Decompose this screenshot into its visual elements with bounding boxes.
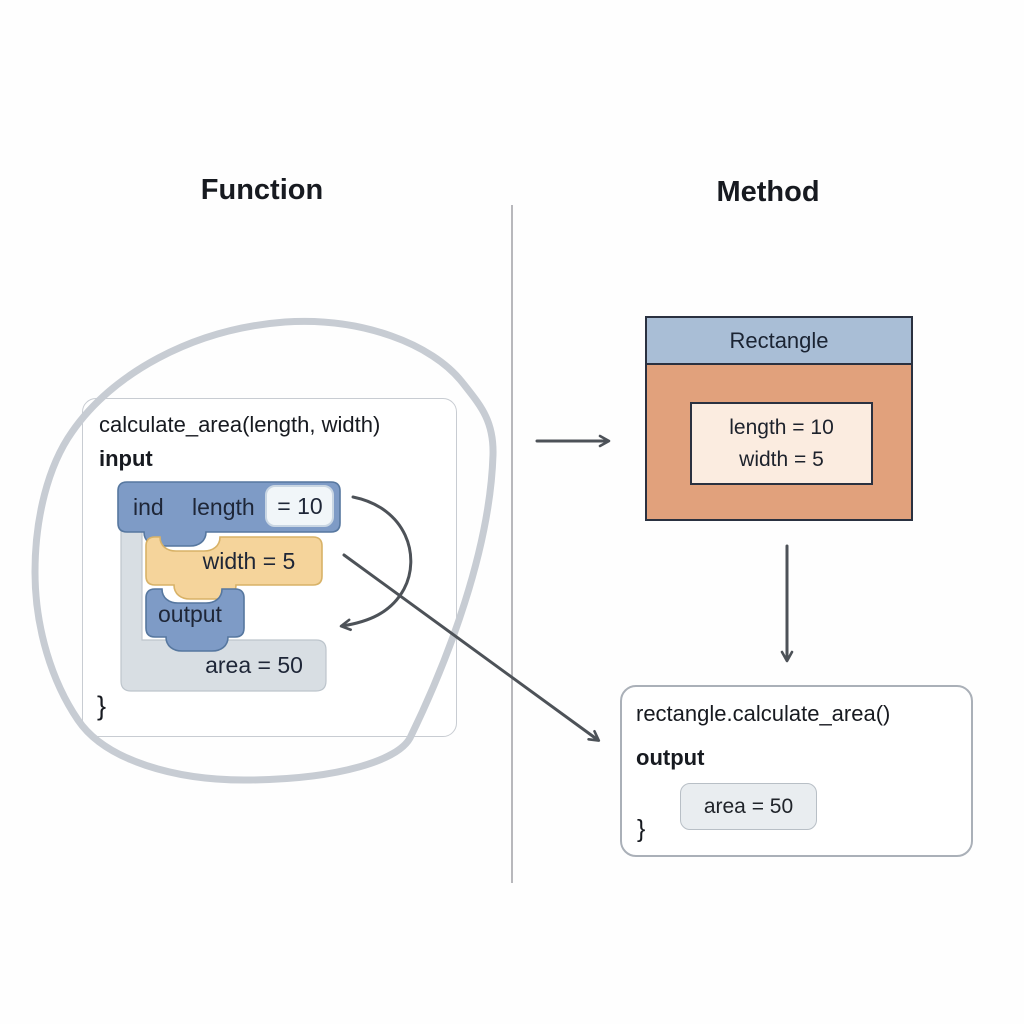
method-call-signature: rectangle.calculate_area(): [636, 701, 891, 726]
closing-brace: }: [97, 691, 107, 721]
function-code-box: calculate_area(length, width) input }: [82, 398, 457, 737]
attribute-length: length = 10: [729, 415, 834, 439]
method-title: Method: [716, 176, 820, 208]
method-call-box: rectangle.calculate_area() output area =…: [620, 685, 973, 857]
attribute-width: width = 5: [739, 447, 824, 471]
class-title: Rectangle: [647, 318, 911, 365]
area-result-pill: area = 50: [680, 783, 817, 830]
rectangle-class-box: Rectangle length = 10 width = 5: [645, 316, 913, 521]
output-label: output: [636, 745, 705, 770]
closing-brace: }: [637, 815, 646, 843]
input-label: input: [99, 446, 153, 471]
function-signature: calculate_area(length, width): [99, 412, 381, 437]
function-title: Function: [200, 174, 324, 206]
attributes-box: length = 10 width = 5: [690, 402, 873, 485]
